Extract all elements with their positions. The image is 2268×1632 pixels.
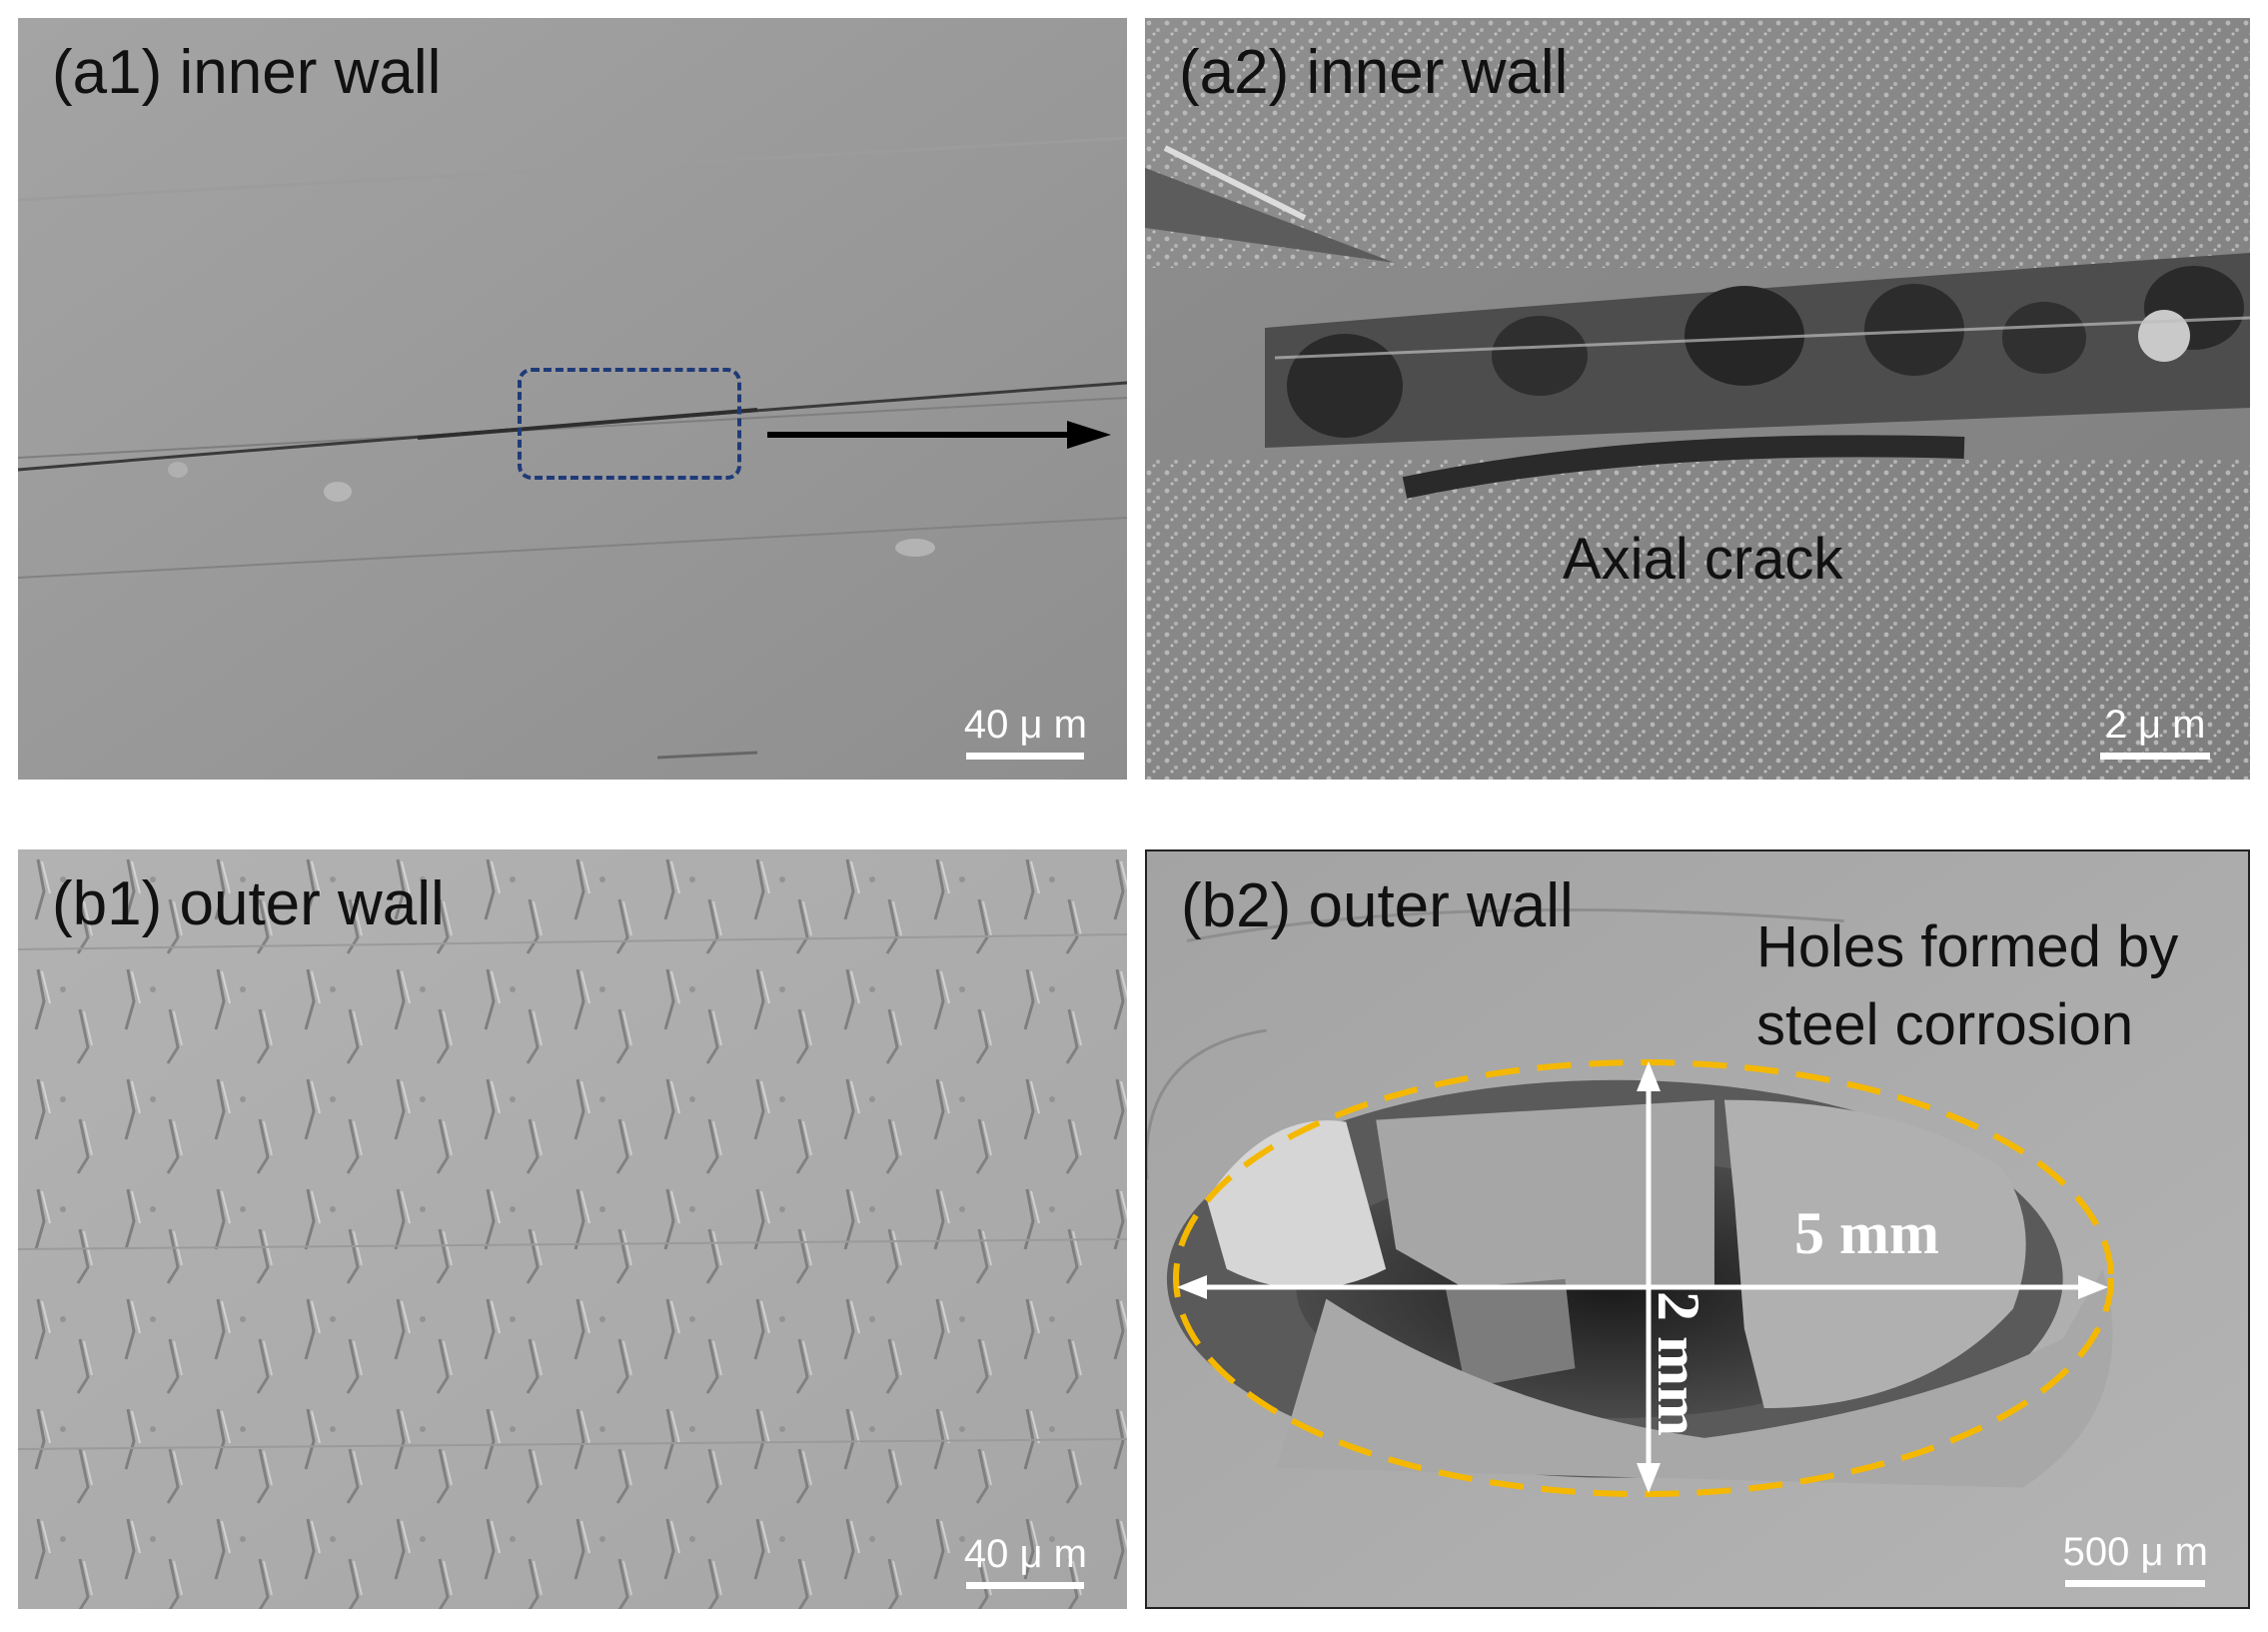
zoom-arrow xyxy=(767,421,1111,449)
sem-image-b1 xyxy=(18,849,1127,1609)
sem-image-a2 xyxy=(1145,18,2250,780)
scale-bar: 500 μ m xyxy=(2063,1530,2208,1587)
panel-label: (a1) inner wall xyxy=(52,38,442,107)
scale-bar-line xyxy=(2065,1580,2206,1587)
panel-b2: (b2) outer wall Holes formed by steel co… xyxy=(1145,849,2250,1609)
hole-outline-ellipse xyxy=(1173,1059,2114,1497)
scale-bar-label: 40 μ m xyxy=(963,1532,1087,1576)
sem-image-b2 xyxy=(1147,851,2248,1607)
panel-a2: (a2) inner wall Axial crack 2 μ m xyxy=(1145,18,2250,780)
panel-a1: (a1) inner wall 40 μ m xyxy=(18,18,1127,780)
scale-bar-line xyxy=(2100,753,2210,760)
axial-crack-label: Axial crack xyxy=(1563,527,1843,592)
height-dimension-label: 2 mm xyxy=(1646,1291,1711,1436)
scale-bar-label: 500 μ m xyxy=(2062,1530,2208,1574)
panel-label: (b1) outer wall xyxy=(52,869,445,938)
panel-label: (a2) inner wall xyxy=(1179,38,1569,107)
scale-bar: 2 μ m xyxy=(2100,703,2210,760)
highlight-box xyxy=(518,368,741,480)
scale-bar-line xyxy=(966,1582,1085,1589)
panel-b1: (b1) outer wall 40 μ m xyxy=(18,849,1127,1609)
scale-bar: 40 μ m xyxy=(964,703,1087,760)
holes-annotation-line2: steel corrosion xyxy=(1756,992,2134,1057)
sem-image-a1 xyxy=(18,18,1127,780)
dimension-arrows xyxy=(1177,1061,2108,1493)
width-dimension-label: 5 mm xyxy=(1794,1200,1939,1266)
scale-bar-label: 2 μ m xyxy=(2104,703,2206,747)
scale-bar-line xyxy=(966,753,1085,760)
scale-bar: 40 μ m xyxy=(964,1532,1087,1589)
panel-label: (b2) outer wall xyxy=(1181,871,1574,940)
holes-annotation-line1: Holes formed by xyxy=(1756,914,2179,979)
scale-bar-label: 40 μ m xyxy=(963,703,1087,747)
